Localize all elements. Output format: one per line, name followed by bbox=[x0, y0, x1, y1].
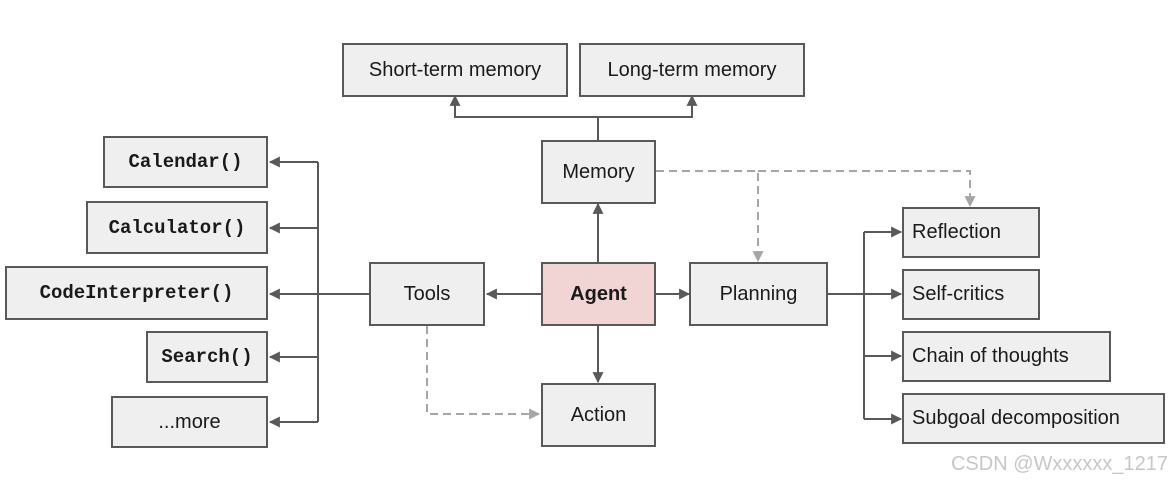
memory-to-long-term-arrow bbox=[598, 94, 698, 118]
code-interpreter-tool-box: CodeInterpreter() bbox=[5, 266, 268, 320]
subgoal-decomposition-box: Subgoal decomposition bbox=[902, 393, 1165, 444]
tools-box: Tools bbox=[369, 262, 485, 326]
search-tool-box: Search() bbox=[146, 331, 268, 383]
watermark-text: CSDN @Wxxxxxx_1217 bbox=[950, 453, 1168, 475]
self-critics-box: Self-critics bbox=[902, 269, 1040, 320]
calculator-tool-box: Calculator() bbox=[86, 201, 268, 254]
chain-of-thoughts-box: Chain of thoughts bbox=[902, 331, 1111, 382]
memory-box: Memory bbox=[541, 140, 656, 204]
reflection-box: Reflection bbox=[902, 207, 1040, 258]
calendar-tool-box: Calendar() bbox=[103, 136, 268, 188]
short-term-memory-box: Short-term memory bbox=[342, 43, 568, 97]
tools-to-action-dashed-arrow bbox=[426, 326, 541, 420]
action-box: Action bbox=[541, 383, 656, 447]
memory-to-reflection-dashed-arrow bbox=[758, 170, 976, 208]
memory-to-short-term-arrow bbox=[449, 94, 599, 140]
agent-box: Agent bbox=[541, 262, 656, 326]
planning-box: Planning bbox=[689, 262, 828, 326]
long-term-memory-box: Long-term memory bbox=[579, 43, 805, 97]
more-tools-box: ...more bbox=[111, 396, 268, 448]
memory-to-planning-dashed-arrow bbox=[656, 170, 764, 263]
